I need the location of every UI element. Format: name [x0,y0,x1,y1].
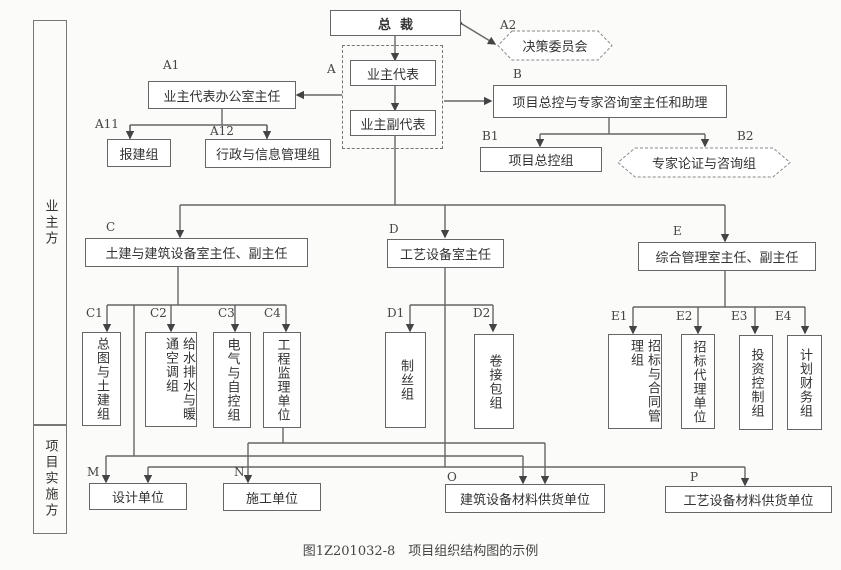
president-box: 总 裁 [330,10,461,36]
label-a2: A2 [500,18,517,32]
b-box: 项目总控与专家咨询室主任和助理 [493,85,727,118]
label-b2: B2 [737,129,754,143]
label-e2: E2 [676,309,693,323]
e1-box: 招标与合同管理组 [608,334,662,429]
d1-box: 制丝组 [385,332,426,428]
label-e3: E3 [731,309,748,323]
e2-box: 招标代理单位 [681,334,715,429]
owner-deputy-rep-box: 业主副代表 [350,110,436,136]
label-d2: D2 [473,306,491,320]
c2-box: 给水排水与暖通空调组 [145,332,197,427]
label-c: C [106,220,116,234]
label-a11: A11 [95,117,119,131]
m-box: 设计单位 [89,483,187,510]
c-box: 土建与建筑设备室主任、副主任 [85,238,308,267]
d2-box: 卷接包组 [474,334,514,429]
label-c2: C2 [150,306,167,320]
c4-box: 工程监理单位 [263,332,301,428]
p-box: 工艺设备材料供货单位 [665,486,832,513]
a1-box: 业主代表办公室主任 [148,81,296,109]
a2-hexagon: 决策委员会 [497,30,613,61]
e-box: 综合管理室主任、副主任 [638,242,816,271]
a12-box: 行政与信息管理组 [205,139,331,168]
label-n: N [234,465,245,479]
b1-box: 项目总控组 [480,147,602,172]
owner-rep-box: 业主代表 [350,60,436,86]
label-c3: C3 [218,306,235,320]
label-e: E [673,224,682,238]
d-box: 工艺设备室主任 [387,239,504,268]
o-box: 建筑设备材料供货单位 [445,484,605,513]
n-box: 施工单位 [223,483,321,511]
owner-side-label: 业主方 [42,199,58,247]
label-c1: C1 [86,306,103,320]
label-a12: A12 [210,124,234,138]
b2-hexagon: 专家论证与咨询组 [617,147,791,178]
label-e1: E1 [611,309,628,323]
label-e4: E4 [775,309,792,323]
implementer-side-label: 项目实施方 [42,439,58,519]
c3-box: 电气与自控组 [213,332,251,428]
label-a1: A1 [163,58,180,72]
label-m: M [87,465,100,479]
label-o: O [447,470,457,484]
label-d1: D1 [387,306,405,320]
b2-text: 专家论证与咨询组 [651,157,756,172]
label-b1: B1 [482,129,499,143]
a11-box: 报建组 [107,139,171,167]
label-a: A [327,62,336,76]
e3-box: 投资控制组 [739,335,773,430]
owner-side-panel: 业主方 [33,20,67,426]
label-p: P [690,470,699,484]
a2-text: 决策委员会 [522,40,588,55]
label-c4: C4 [264,306,281,320]
figure-caption: 图1Z201032-8 项目组织结构图的示例 [302,544,539,559]
c1-box: 总图与土建组 [82,332,121,426]
label-b: B [513,67,522,81]
e4-box: 计划财务组 [787,335,822,430]
owner-rep-group [342,45,443,149]
implementer-side-panel: 项目实施方 [33,424,67,534]
label-d: D [389,222,399,236]
